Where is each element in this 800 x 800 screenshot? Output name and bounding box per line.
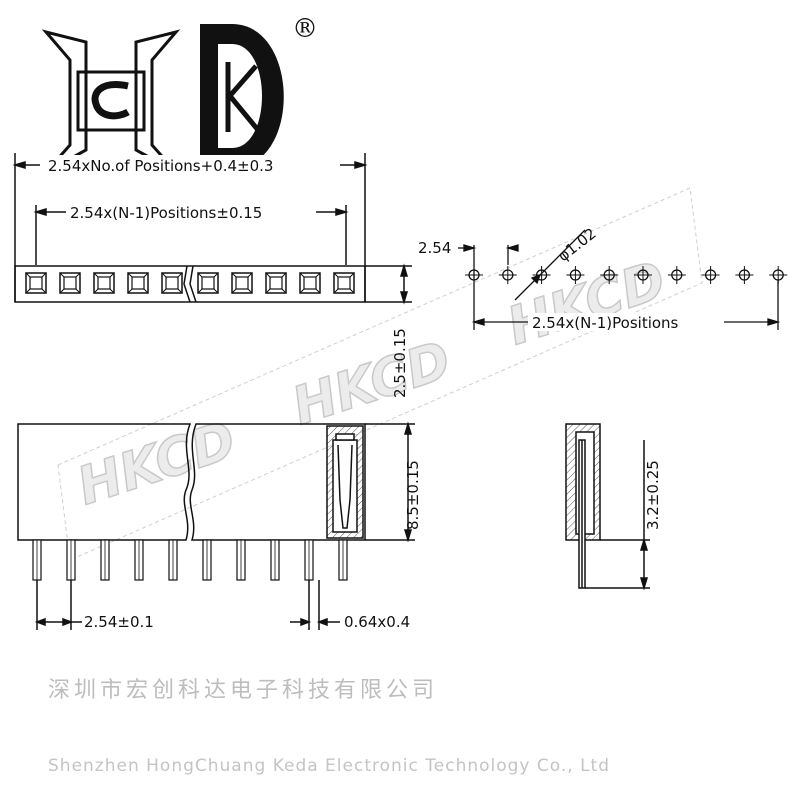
pcb-pitch-label: 2.54: [418, 239, 451, 257]
socket-outer: [265, 272, 287, 294]
socket-corner: [299, 272, 321, 294]
socket-corner: [127, 272, 149, 294]
socket-inner: [235, 276, 249, 290]
socket-inner: [201, 276, 215, 290]
pitch-span-label: 2.54x(N-1)Positions±0.15: [70, 204, 262, 222]
pin-length-label: 3.2±0.25: [644, 460, 662, 530]
socket-inner: [63, 276, 77, 290]
company-name-english: Shenzhen HongChuang Keda Electronic Tech…: [48, 756, 611, 776]
watermark-text-3: HKCD: [500, 250, 672, 357]
socket-corner: [231, 272, 253, 294]
pcb-hole-crosshair: [498, 266, 517, 284]
top-view-sockets: [25, 272, 355, 294]
side-view: [565, 423, 650, 591]
pcb-hole-crosshair: [634, 266, 652, 284]
pitch-span-label-bg: [66, 202, 316, 222]
socket-corner: [197, 272, 219, 294]
socket-outer: [93, 272, 115, 294]
pin-pitch-label: 2.54±0.1: [84, 613, 154, 631]
pin-size-label: 0.64x0.4: [344, 613, 410, 631]
pcb-hole-crosshair: [667, 266, 686, 284]
socket-outer: [333, 272, 355, 294]
watermark: HKCD HKCD HKCD: [57, 187, 703, 561]
socket-corner: [333, 272, 355, 294]
socket-corner: [93, 272, 115, 294]
pcb-hole-crosshair: [600, 266, 619, 284]
socket-corner: [265, 272, 287, 294]
socket-outer: [299, 272, 321, 294]
socket-corner: [59, 272, 81, 294]
pcb-span-label-bg: [528, 313, 724, 331]
hole-diameter-label: φ1.02: [554, 224, 599, 265]
socket-inner: [303, 276, 317, 290]
front-view-pins: [32, 539, 348, 581]
total-height-label: 8.5±0.15: [404, 460, 422, 530]
watermark-text-2: HKCD: [285, 330, 457, 437]
socket-outer: [231, 272, 253, 294]
front-view: [17, 421, 415, 630]
pcb-hole-crosshair: [735, 266, 754, 284]
socket-corner: [25, 272, 47, 294]
socket-outer: [197, 272, 219, 294]
socket-outer: [25, 272, 47, 294]
watermark-text-1: HKCD: [70, 410, 242, 517]
socket-outer: [59, 272, 81, 294]
socket-inner: [337, 276, 351, 290]
pcb-hole-crosshair: [769, 266, 788, 284]
socket-inner: [131, 276, 145, 290]
socket-outer: [127, 272, 149, 294]
body-height-dimension: [365, 263, 412, 305]
cutaway-contact: [326, 425, 364, 539]
pcb-holes: [465, 266, 788, 284]
socket-inner: [97, 276, 111, 290]
pcb-hole-crosshair: [701, 266, 720, 284]
pcb-hole-crosshair: [532, 266, 551, 284]
body-height-label: 2.5±0.15: [391, 328, 409, 398]
pcb-hole-crosshair: [465, 266, 483, 284]
socket-corner: [161, 272, 183, 294]
pcb-hole-crosshair: [566, 266, 585, 284]
registered-trademark-mark: ®: [292, 14, 318, 44]
overall-length-label-bg: [40, 155, 340, 175]
pcb-span-label: 2.54x(N-1)Positions: [532, 314, 679, 332]
top-view: [12, 153, 368, 303]
socket-inner: [29, 276, 43, 290]
socket-outer: [161, 272, 183, 294]
socket-inner: [269, 276, 283, 290]
overall-length-label: 2.54xNo.of Positions+0.4±0.3: [48, 157, 273, 175]
socket-inner: [165, 276, 179, 290]
hckd-logo: [41, 24, 284, 174]
company-name-chinese: 深圳市宏创科达电子科技有限公司: [48, 678, 439, 703]
